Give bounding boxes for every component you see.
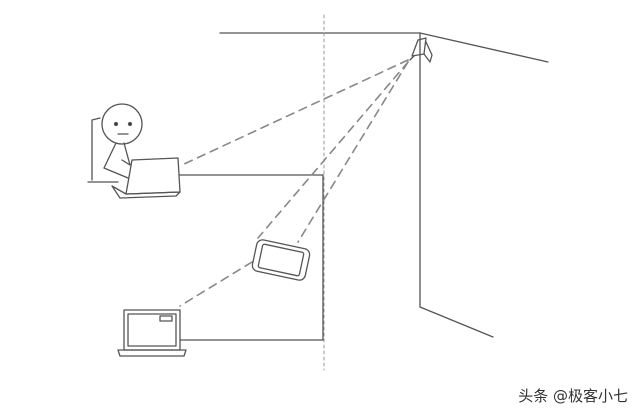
desk-outline [177, 174, 324, 341]
person-icon [87, 103, 143, 183]
watermark: 头条 @极客小七 [518, 387, 628, 405]
camera-icon [409, 37, 433, 63]
sight-lines [179, 59, 409, 307]
laptop-floor-icon [117, 309, 187, 357]
room-walls [219, 32, 549, 338]
laptop-desk-icon [111, 157, 181, 199]
phone-icon [251, 239, 311, 281]
